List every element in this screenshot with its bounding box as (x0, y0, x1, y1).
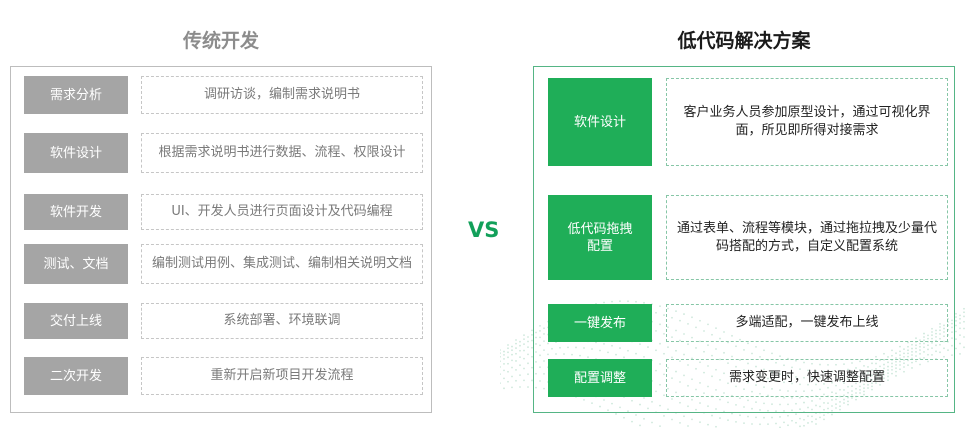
lowcode-step-label: 配置调整 (548, 359, 652, 397)
traditional-step-label: 需求分析 (24, 76, 128, 114)
traditional-step-row: 软件开发 UI、开发人员进行页面设计及代码编程 (11, 194, 431, 230)
lowcode-step-desc: 多端适配，一键发布上线 (666, 304, 948, 342)
traditional-step-row: 二次开发 重新开启新项目开发流程 (11, 357, 431, 395)
traditional-step-desc: UI、开发人员进行页面设计及代码编程 (141, 194, 423, 230)
traditional-step-row: 软件设计 根据需求说明书进行数据、流程、权限设计 (11, 133, 431, 173)
traditional-step-row: 交付上线 系统部署、环境联调 (11, 303, 431, 339)
traditional-step-desc: 调研访谈，编制需求说明书 (141, 76, 423, 114)
lowcode-step-row: 配置调整 需求变更时，快速调整配置 (534, 359, 954, 397)
traditional-step-desc: 重新开启新项目开发流程 (141, 357, 423, 395)
traditional-step-label: 测试、文档 (24, 244, 128, 284)
traditional-step-label: 软件开发 (24, 194, 128, 230)
lowcode-step-row: 软件设计 客户业务人员参加原型设计，通过可视化界面，所见即所得对接需求 (534, 78, 954, 166)
lowcode-step-desc: 需求变更时，快速调整配置 (666, 359, 948, 397)
lowcode-step-label: 低代码拖拽配置 (548, 195, 652, 280)
lowcode-step-row: 一键发布 多端适配，一键发布上线 (534, 304, 954, 342)
traditional-step-label: 交付上线 (24, 303, 128, 339)
traditional-step-row: 测试、文档 编制测试用例、集成测试、编制相关说明文档 (11, 244, 431, 284)
traditional-step-row: 需求分析 调研访谈，编制需求说明书 (11, 76, 431, 114)
lowcode-step-label: 软件设计 (548, 78, 652, 166)
lowcode-step-row: 低代码拖拽配置 通过表单、流程等模块，通过拖拉拽及少量代码搭配的方式，自定义配置… (534, 195, 954, 280)
traditional-title: 传统开发 (182, 30, 259, 52)
traditional-step-desc: 根据需求说明书进行数据、流程、权限设计 (141, 133, 423, 173)
lowcode-step-desc: 客户业务人员参加原型设计，通过可视化界面，所见即所得对接需求 (666, 78, 948, 166)
vs-label: VS (468, 218, 500, 242)
lowcode-title: 低代码解决方案 (677, 30, 811, 52)
traditional-panel: 需求分析 调研访谈，编制需求说明书 软件设计 根据需求说明书进行数据、流程、权限… (10, 66, 432, 413)
lowcode-step-desc: 通过表单、流程等模块，通过拖拉拽及少量代码搭配的方式，自定义配置系统 (666, 195, 948, 280)
traditional-step-label: 二次开发 (24, 357, 128, 395)
lowcode-panel: 软件设计 客户业务人员参加原型设计，通过可视化界面，所见即所得对接需求 低代码拖… (533, 66, 955, 413)
traditional-step-label: 软件设计 (24, 133, 128, 173)
lowcode-step-label: 一键发布 (548, 304, 652, 342)
traditional-step-desc: 编制测试用例、集成测试、编制相关说明文档 (141, 244, 423, 284)
traditional-step-desc: 系统部署、环境联调 (141, 303, 423, 339)
